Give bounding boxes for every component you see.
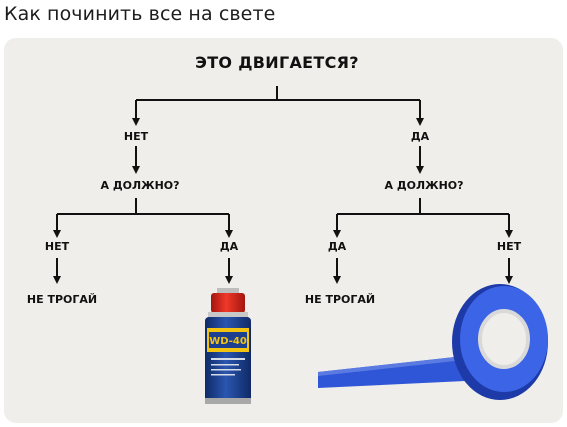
root-question: ЭТО ДВИГАЕТСЯ? <box>195 53 359 72</box>
right-yes-label: ДА <box>327 240 347 253</box>
flowchart-connectors <box>53 86 513 284</box>
right-question: А ДОЛЖНО? <box>384 179 464 192</box>
left-yes-label: ДА <box>219 240 239 253</box>
svg-text:WD-40: WD-40 <box>209 336 247 347</box>
left-question: А ДОЛЖНО? <box>100 179 180 192</box>
left-no-label: НЕТ <box>44 240 70 253</box>
flowchart-image[interactable]: ЭТО ДВИГАЕТСЯ? НЕТ ДА А ДОЛЖНО? А ДОЛЖНО… <box>4 38 563 423</box>
right-no-label: НЕТ <box>496 240 522 253</box>
right-branch-label: ДА <box>410 130 430 143</box>
post-caption: Как починить все на свете <box>4 3 276 25</box>
left-result-text: НЕ ТРОГАЙ <box>26 293 98 306</box>
wd40-can-icon: WD-40 <box>205 288 251 404</box>
right-result-text: НЕ ТРОГАЙ <box>304 293 376 306</box>
left-branch-label: НЕТ <box>123 130 149 143</box>
duct-tape-icon <box>318 284 548 400</box>
